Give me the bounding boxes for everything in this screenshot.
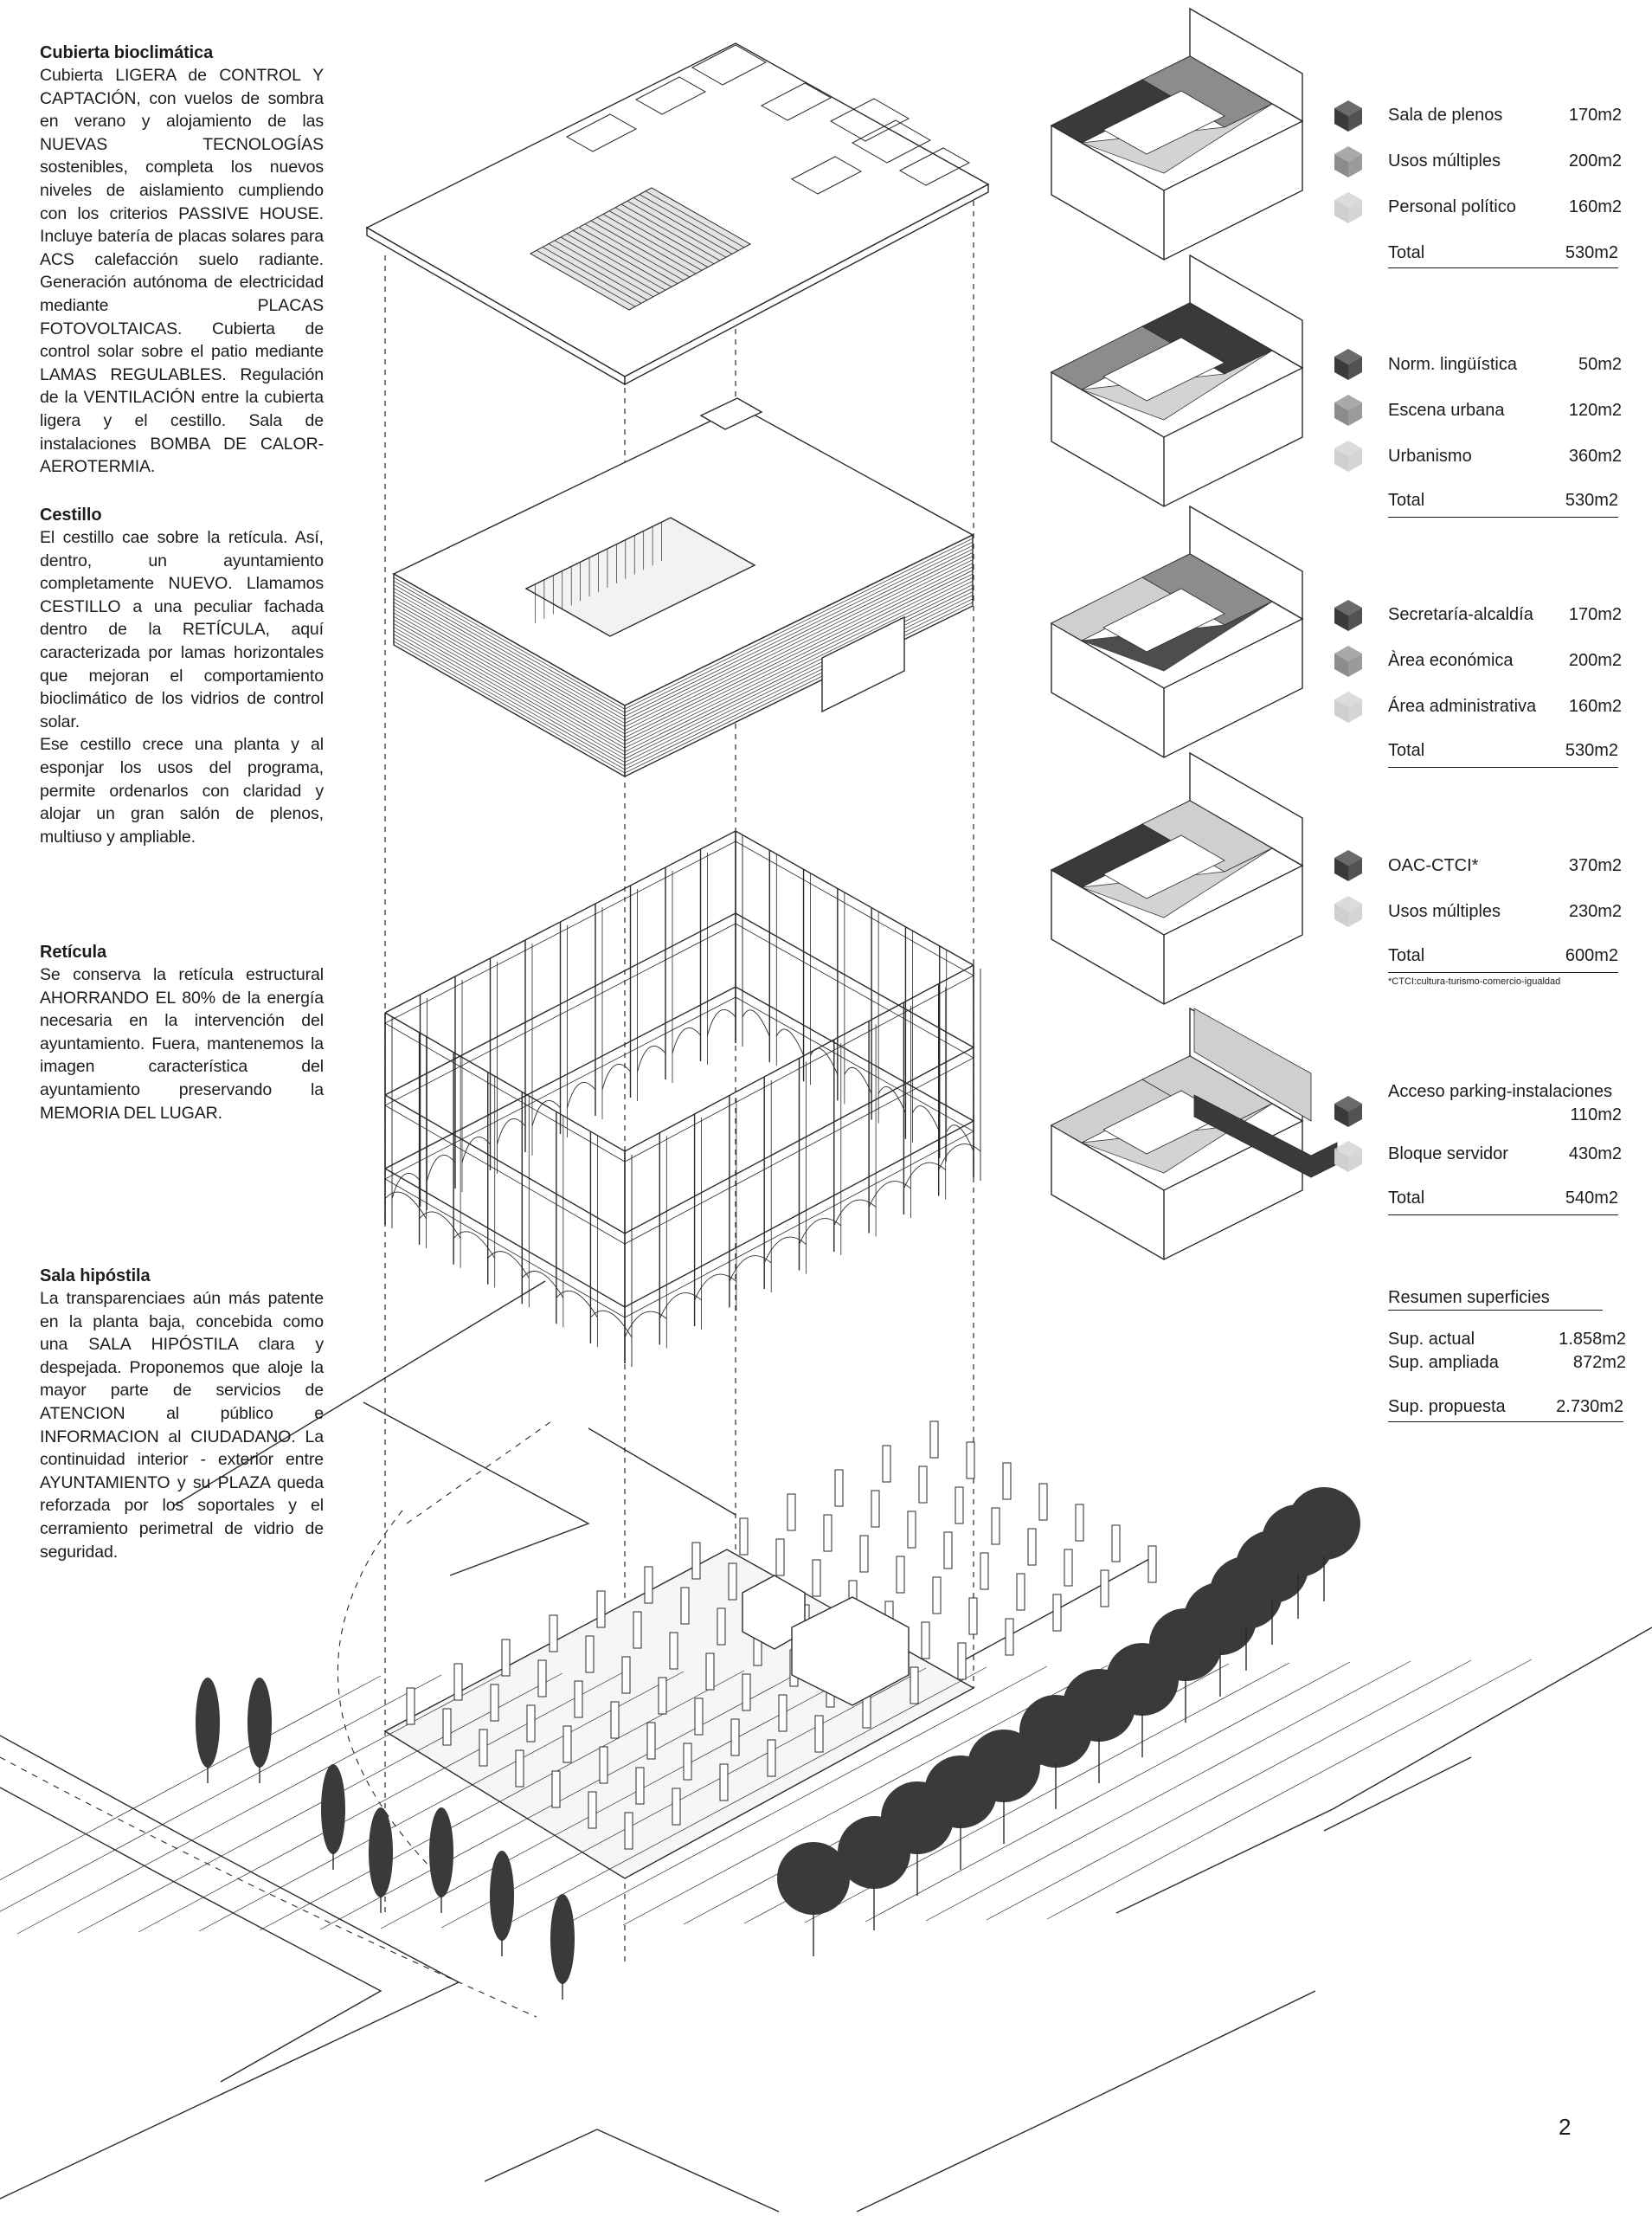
cubierta-body: Cubierta LIGERA de CONTROL Y CAPTACIÓN, … <box>40 66 324 477</box>
cestillo-title: Cestillo <box>40 506 102 525</box>
text-cestillo: Cestillo El cestillo cae sobre la retícu… <box>40 504 324 848</box>
cestillo-body-2: Ese cestillo crece una planta y al espon… <box>40 735 324 847</box>
legend-swatch-cube <box>1334 692 1362 723</box>
legend-footnote: *CTCI:cultura-turismo-comercio-igualdad <box>1388 976 1561 987</box>
cestillo-layer <box>392 397 974 778</box>
legend-axonometric-blocks <box>1050 7 1338 1260</box>
legend-swatch-cube <box>1334 646 1362 677</box>
text-cubierta: Cubierta bioclimática Cubierta LIGERA de… <box>40 42 324 479</box>
trees <box>196 1487 1360 2000</box>
legend-swatches <box>1334 100 1362 1172</box>
legend-item: OAC-CTCI*370m2 <box>1388 856 1622 875</box>
reticula-body: Se conserva la retícula estructural AHOR… <box>40 965 324 1123</box>
ground-plan-layer <box>0 1280 1652 2213</box>
solar-panels <box>565 44 971 195</box>
page-number: 2 <box>1559 2114 1572 2140</box>
legend-swatch-cube <box>1334 441 1362 472</box>
text-sala-hipostila: Sala hipóstila La transparenciaes aún má… <box>40 1265 324 1563</box>
summary-title: Resumen superficies <box>1388 1285 1603 1311</box>
legend-swatch-cube <box>1334 1096 1362 1127</box>
legend-swatch-cube <box>1334 100 1362 132</box>
roof-layer <box>365 42 990 386</box>
legend-swatch-cube <box>1334 896 1362 927</box>
legend-swatch-cube <box>1334 395 1362 426</box>
cestillo-body-1: El cestillo cae sobre la retícula. Así, … <box>40 528 324 731</box>
cubierta-title: Cubierta bioclimática <box>40 43 214 62</box>
legend-swatch-cube <box>1334 600 1362 631</box>
legend-swatch-cube <box>1334 146 1362 177</box>
text-reticula: Retícula Se conserva la retícula estruct… <box>40 941 324 1124</box>
legend-swatch-cube <box>1334 192 1362 223</box>
reticula-title: Retícula <box>40 943 107 962</box>
legend-swatch-cube <box>1334 1141 1362 1172</box>
legend-swatch-cube <box>1334 850 1362 881</box>
reticula-layer <box>384 830 981 1367</box>
sala-title: Sala hipóstila <box>40 1266 151 1285</box>
legend-swatch-cube <box>1334 349 1362 380</box>
sala-body: La transparenciaes aún más patente en la… <box>40 1289 324 1562</box>
